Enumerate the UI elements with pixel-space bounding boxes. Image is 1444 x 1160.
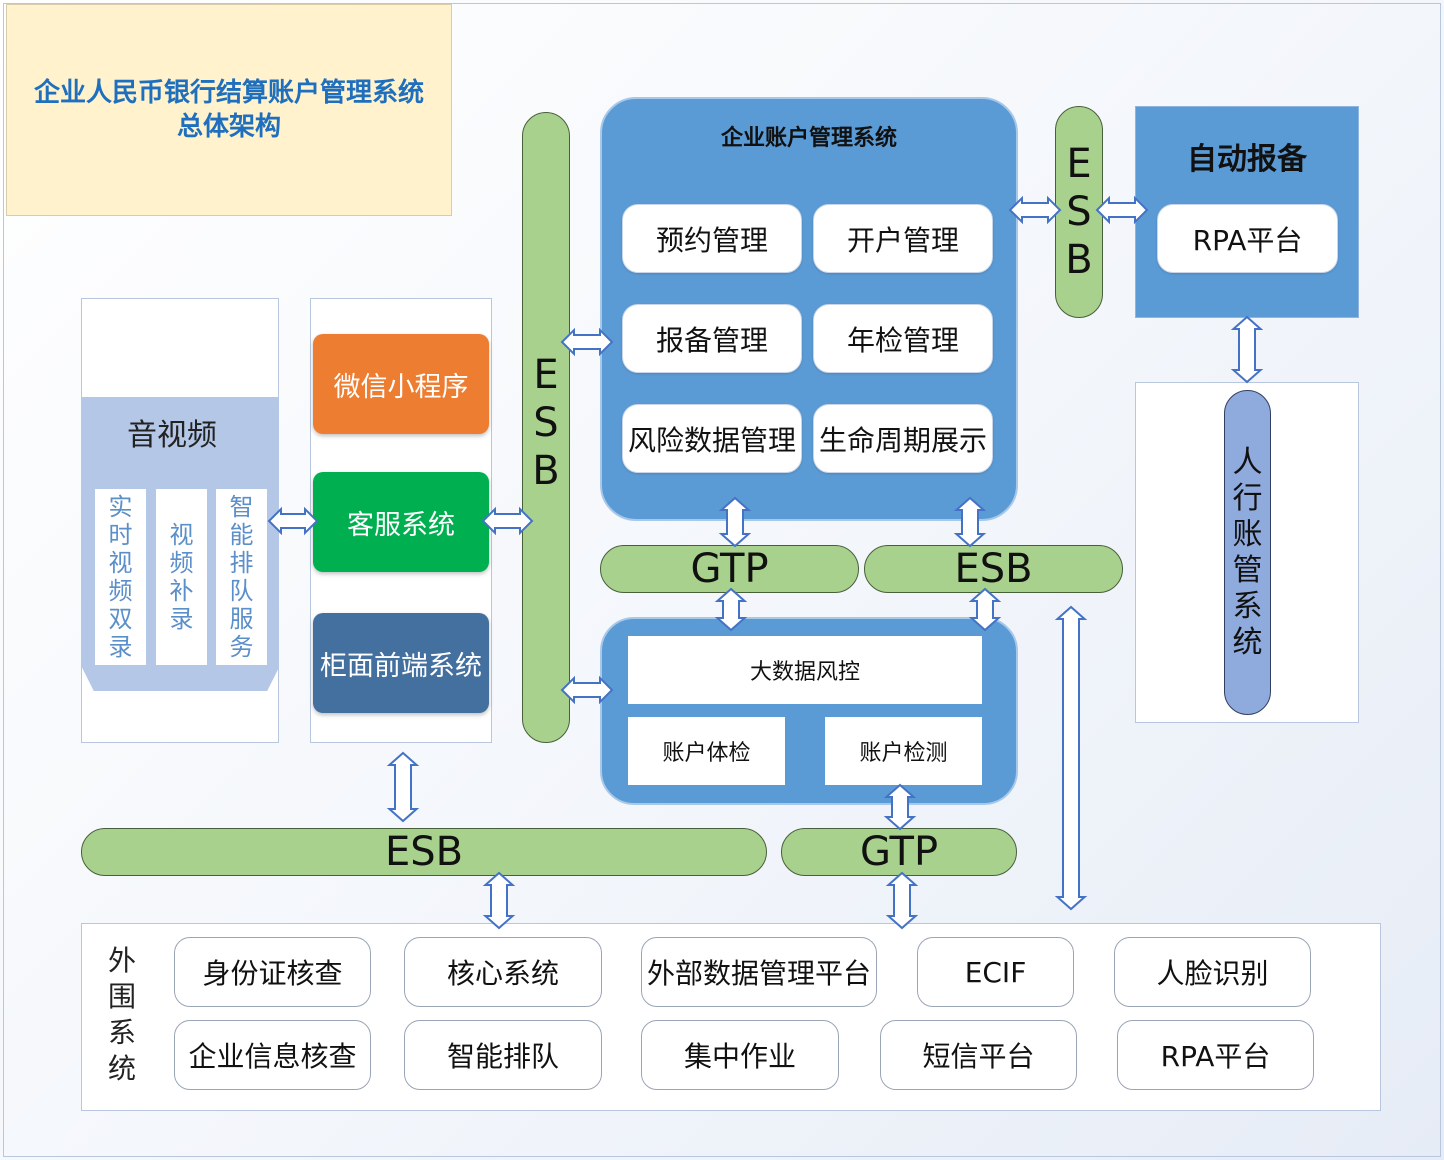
ext-enterprise-info-check[interactable]: 企业信息核查: [174, 1020, 371, 1090]
av-col-char: 服: [229, 605, 254, 633]
esb-left-char: B: [532, 448, 560, 494]
av-col-char: 视: [169, 521, 194, 549]
external-label-char: 统: [107, 1052, 136, 1085]
arrow-esb-to-risk: [560, 675, 614, 705]
diagram-title-box: 企业人民币银行结算账户管理系统 总体架构: [6, 4, 452, 216]
title-line-2: 总体架构: [176, 112, 281, 142]
arrow-esb-mid-to-external: [1054, 605, 1088, 911]
ext-external-data-platform[interactable]: 外部数据管理平台: [641, 937, 877, 1007]
module-filing[interactable]: 报备管理: [622, 304, 802, 373]
av-col-char: 智: [229, 493, 254, 521]
arrow-service-to-esb: [481, 506, 534, 536]
diagram-frame: [3, 3, 1441, 1157]
ext-core-system[interactable]: 核心系统: [404, 937, 602, 1007]
customer-service-system[interactable]: 客服系统: [313, 472, 489, 572]
wechat-mini-program[interactable]: 微信小程序: [313, 334, 489, 434]
pboc-char: 系: [1232, 588, 1263, 624]
title-line-1: 企业人民币银行结算账户管理系统: [33, 78, 424, 108]
esb-right-char: B: [1065, 237, 1093, 283]
account-monitoring[interactable]: 账户检测: [825, 717, 982, 785]
esb-right-char: E: [1066, 141, 1092, 187]
av-col-char: 录: [108, 633, 133, 661]
auto-filing-rpa[interactable]: RPA平台: [1157, 204, 1338, 273]
module-appointment[interactable]: 预约管理: [622, 204, 802, 273]
av-col-video-supplement: 视频补录: [156, 489, 207, 665]
counter-frontend-system[interactable]: 柜面前端系统: [313, 613, 489, 713]
av-col-char: 频: [169, 549, 194, 577]
ext-id-verification[interactable]: 身份证核查: [174, 937, 371, 1007]
av-col-char: 排: [229, 549, 254, 577]
av-col-char: 录: [169, 605, 194, 633]
arrow-av-to-service: [267, 506, 319, 536]
av-col-smart-queue: 智能排队服务: [216, 489, 267, 665]
av-col-char: 双: [108, 605, 133, 633]
pboc-char: 人: [1232, 444, 1263, 480]
module-account-opening[interactable]: 开户管理: [813, 204, 993, 273]
av-col-char: 务: [229, 633, 254, 661]
arrow-core-to-gtp: [718, 496, 752, 548]
external-label-char: 外: [107, 944, 136, 977]
arrow-esb-right-to-auto: [1095, 195, 1149, 225]
esb-bus-middle: ESB: [864, 545, 1123, 593]
big-data-risk-control[interactable]: 大数据风控: [628, 636, 982, 704]
ext-face-recognition[interactable]: 人脸识别: [1114, 937, 1311, 1007]
arrow-gtp-bottom-to-external: [885, 871, 919, 930]
esb-bus-bottom: ESB: [81, 828, 767, 876]
av-col-char: 频: [108, 577, 133, 605]
ext-sms-platform[interactable]: 短信平台: [880, 1020, 1077, 1090]
av-col-char: 视: [108, 549, 133, 577]
pboc-char: 行: [1232, 480, 1263, 516]
module-annual-check[interactable]: 年检管理: [813, 304, 993, 373]
pboc-char: 管: [1232, 552, 1263, 588]
av-col-char: 补: [169, 577, 194, 605]
esb-left-char: S: [533, 400, 559, 446]
arrow-esb-bottom-to-external: [482, 871, 516, 930]
arrow-core-to-esb-right: [1008, 195, 1062, 225]
arrow-gtp-to-risk: [714, 587, 748, 632]
gtp-bus-bottom: GTP: [781, 828, 1017, 876]
external-label-char: 系: [107, 1016, 136, 1049]
av-col-realtime-recording: 实时视频双录: [95, 489, 146, 665]
ext-centralized-operation[interactable]: 集中作业: [641, 1020, 839, 1090]
arrow-esb-to-core: [560, 327, 614, 357]
ext-smart-queue[interactable]: 智能排队: [404, 1020, 602, 1090]
ext-ecif[interactable]: ECIF: [917, 937, 1074, 1007]
external-systems-label: 外围系统: [100, 940, 144, 1090]
module-risk-data[interactable]: 风险数据管理: [622, 404, 802, 473]
external-label-char: 围: [107, 980, 136, 1013]
arrow-core-to-esb-mid: [953, 496, 987, 548]
arrow-risk-to-gtp-bottom: [883, 783, 917, 831]
arrow-auto-to-pboc: [1230, 315, 1264, 384]
av-title: 音视频: [127, 418, 217, 453]
account-health-check[interactable]: 账户体检: [628, 717, 785, 785]
auto-filing-title: 自动报备: [1187, 142, 1307, 177]
arrow-channels-to-esb-bottom: [386, 751, 420, 823]
ext-rpa-platform[interactable]: RPA平台: [1117, 1020, 1314, 1090]
module-lifecycle[interactable]: 生命周期展示: [813, 404, 993, 473]
esb-left-char: E: [533, 352, 559, 398]
av-col-char: 实: [108, 493, 133, 521]
arrow-esb-mid-to-risk: [968, 587, 1002, 632]
pboc-char: 统: [1232, 624, 1263, 660]
av-col-char: 能: [229, 521, 254, 549]
av-col-char: 队: [229, 577, 254, 605]
pboc-char: 账: [1232, 516, 1263, 552]
av-col-char: 时: [108, 521, 133, 549]
pboc-account-system[interactable]: 人行账管系统: [1224, 390, 1271, 715]
core-system-title: 企业账户管理系统: [720, 126, 897, 151]
esb-right-char: S: [1066, 189, 1092, 235]
